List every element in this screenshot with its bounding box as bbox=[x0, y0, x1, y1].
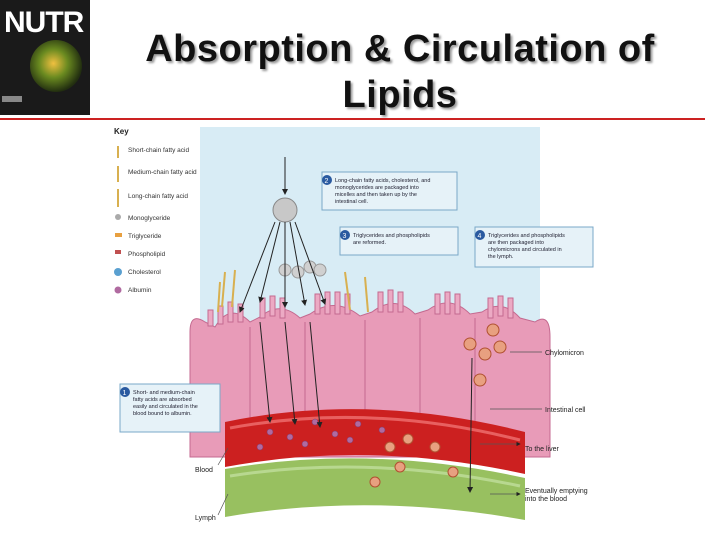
cover-barcode bbox=[2, 96, 22, 102]
key-label-5: Phospholipid bbox=[128, 251, 166, 258]
step-4-number: 4 bbox=[478, 233, 482, 240]
title-divider bbox=[0, 118, 705, 120]
to-liver-label: To the liver bbox=[525, 446, 560, 453]
fatty-acid-strands bbox=[217, 269, 369, 313]
key-heading: Key bbox=[114, 127, 129, 136]
journal-cover-image: NUTR bbox=[0, 0, 90, 115]
monoglyceride-icon bbox=[115, 214, 121, 220]
cell-borders bbox=[249, 318, 476, 422]
key-label-7: Albumin bbox=[128, 287, 152, 294]
slide-title: Absorption & Circulation of Lipids bbox=[110, 26, 690, 118]
lymph-label: Lymph bbox=[195, 515, 216, 522]
micelle-icon bbox=[272, 197, 298, 223]
step-2-callout: 2 Long-chain fatty acids, cholesterol, a… bbox=[321, 171, 458, 211]
leader-lines bbox=[217, 351, 542, 516]
albumin-icon bbox=[114, 286, 122, 294]
key-label-2: Long-chain fatty acid bbox=[128, 193, 188, 200]
step-3-number: 3 bbox=[343, 233, 347, 240]
blood-label: Blood bbox=[195, 467, 213, 474]
key-label-0: Short-chain fatty acid bbox=[128, 147, 189, 154]
cholesterol-icon bbox=[114, 268, 122, 276]
chylomicron-particles bbox=[369, 323, 507, 488]
intestinal-cell-label: Intestinal cell bbox=[545, 407, 586, 414]
step-1-number: 1 bbox=[123, 390, 127, 397]
key-panel bbox=[110, 122, 198, 312]
step-2-text: Long-chain fatty acids, cholesterol, and… bbox=[335, 178, 430, 205]
step-2-number: 2 bbox=[325, 178, 329, 185]
triglyceride-icon bbox=[115, 233, 122, 237]
blood-vessel-highlight bbox=[229, 415, 521, 442]
key-label-3: Monoglyceride bbox=[128, 215, 171, 222]
microvilli bbox=[207, 289, 514, 327]
cover-artwork bbox=[30, 40, 82, 92]
key-icons bbox=[114, 146, 122, 294]
slide-title-line-2: Lipids bbox=[342, 74, 458, 116]
key-label-6: Cholesterol bbox=[128, 269, 161, 276]
key-label-1: Medium-chain fatty acid bbox=[128, 169, 197, 176]
key-label-4: Triglyceride bbox=[128, 233, 162, 240]
phospholipid-icon bbox=[115, 250, 121, 254]
journal-cover-brand: NUTR bbox=[4, 6, 84, 39]
chylomicron-label: Chylomicron bbox=[545, 350, 584, 357]
lymph-vessel-highlight bbox=[229, 465, 521, 488]
micelle-arrows bbox=[239, 157, 474, 493]
slide-title-line-1: Absorption & Circulation of bbox=[145, 28, 655, 70]
